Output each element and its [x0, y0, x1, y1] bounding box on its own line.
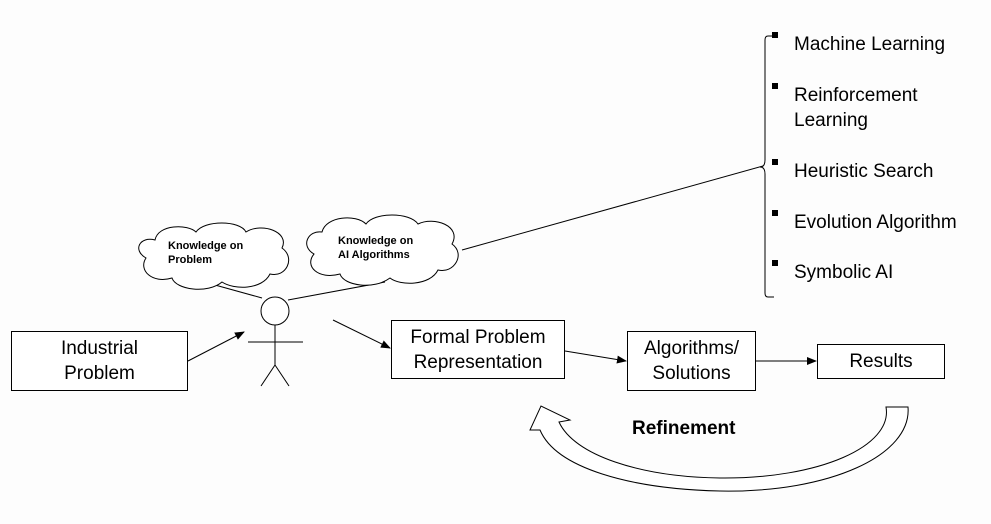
ai-item-label: Evolution Algorithm [794, 212, 957, 233]
refinement-label: Refinement [632, 418, 736, 439]
formal-problem-line-2: Representation [413, 351, 543, 373]
ai-list-link [461, 165, 764, 251]
ai-list-item: Machine Learning [772, 31, 946, 57]
results-box: Results [817, 344, 945, 379]
knowledge-ai-text: Knowledge on AI Algorithms [338, 234, 413, 262]
ai-list-item: Evolution Algorithm [772, 209, 957, 235]
industrial-problem-line-2: Problem [64, 363, 135, 384]
person-to-formal-arrow [332, 319, 391, 349]
problem-knowledge-link [214, 284, 263, 299]
formal-problem-box: Formal Problem Representation [391, 320, 565, 379]
knowledge-ai-line-2: AI Algorithms [338, 249, 410, 261]
bullet-icon [772, 158, 778, 165]
knowledge-problem-line-1: Knowledge on [168, 240, 244, 252]
knowledge-ai-line-1: Knowledge on [338, 235, 414, 247]
refinement-arrow [529, 405, 909, 492]
algorithms-line-2: Solutions [652, 363, 731, 384]
ai-item-label-line-2: Learning [794, 110, 868, 131]
formal-problem-line-1: Formal Problem [410, 326, 546, 348]
knowledge-problem-text: Knowledge on Problem [168, 239, 243, 267]
formal-to-algorithms-arrow [564, 350, 627, 364]
knowledge-ai-cloud [306, 214, 459, 286]
ai-item-label: Reinforcement [794, 85, 918, 106]
knowledge-problem-line-2: Problem [168, 254, 213, 266]
bullet-icon [772, 82, 778, 89]
bullet-icon [772, 209, 778, 216]
ai-item-label: Heuristic Search [794, 161, 934, 182]
industrial-problem-box: Industrial Problem [11, 331, 188, 391]
knowledge-problem-cloud [138, 222, 290, 290]
results-label: Results [849, 351, 913, 372]
bullet-icon [772, 259, 778, 266]
ai-item-label: Machine Learning [794, 34, 946, 55]
ai-list-brace [759, 35, 774, 298]
ai-item-label: Symbolic AI [794, 262, 894, 283]
ai-list-item: Heuristic Search [772, 158, 934, 184]
bullet-icon [772, 31, 778, 38]
industrial-problem-line-1: Industrial [60, 338, 139, 359]
ai-list-item: Symbolic AI [772, 259, 894, 285]
algorithms-box: Algorithms/ Solutions [627, 331, 756, 391]
industrial-to-person-arrow [187, 331, 245, 362]
person-figure [248, 296, 303, 387]
algorithms-line-1: Algorithms/ [643, 338, 740, 359]
